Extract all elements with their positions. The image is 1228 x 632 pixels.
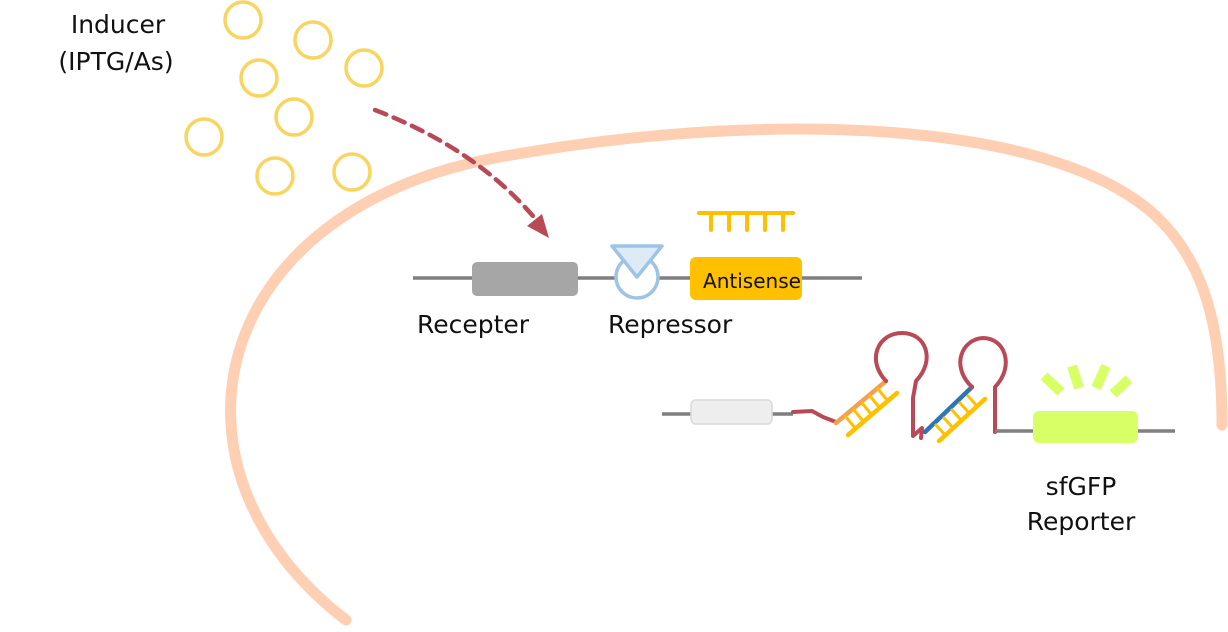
antisense-gene [690,257,802,300]
inducer-molecule [223,0,263,40]
recepter-label: Recepter [417,310,530,339]
inducer-sub-label: (IPTG/As) [58,47,173,76]
inducer-molecule [332,152,372,192]
promoter-box [690,399,773,425]
hairpin-loop-2 [958,336,1008,434]
inducer-molecules [184,0,384,196]
arrow-head [527,214,549,238]
inducer-molecule [239,58,279,98]
inducer-molecule [184,117,224,157]
antisense-rna [697,211,795,232]
cell-membrane [225,123,1228,626]
repressor-label: Repressor [608,310,733,339]
rna-leader [791,409,838,424]
inducer-molecule [293,20,333,60]
inducer-label: Inducer [71,10,166,39]
hairpin-loop-1 [874,331,929,440]
sfgfp-gene [1033,411,1138,443]
inducer-molecule [274,97,314,137]
reporter-label: sfGFP [1046,472,1117,501]
antisense-label: Antisense [703,269,801,293]
riboregulator-rna [791,331,1008,444]
inducer-arrow [372,107,541,225]
reporter-sub-label: Reporter [1027,507,1136,536]
inducer-molecule [255,156,295,196]
inducer-molecule [344,48,384,88]
fluorescence-rays [1040,363,1133,398]
repressor-icon [610,244,664,300]
recepter-gene [472,262,578,296]
stem2-blue-strand [922,384,975,435]
